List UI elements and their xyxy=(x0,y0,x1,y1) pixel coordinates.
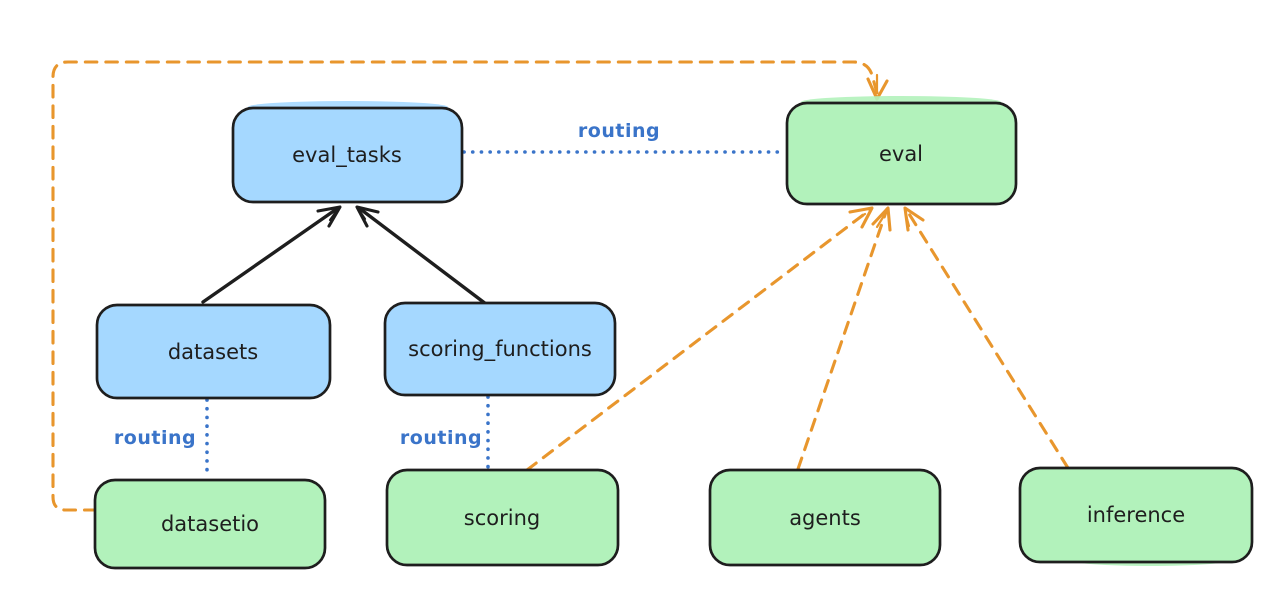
arrowhead-icon xyxy=(848,206,874,229)
node-scoring: scoring xyxy=(385,468,620,567)
node-label: agents xyxy=(789,506,861,530)
node-eval-tasks: eval_tasks xyxy=(231,101,464,204)
edge-scoring-functions-to-eval-tasks xyxy=(355,205,488,306)
routing-label: routing xyxy=(578,120,660,142)
node-box xyxy=(231,106,464,204)
node-label: datasets xyxy=(168,340,258,364)
edge-scoring-functions-to-scoring: routing xyxy=(400,395,490,471)
edge-line xyxy=(796,207,889,471)
node-label: inference xyxy=(1087,503,1185,527)
node-eval: eval xyxy=(785,96,1018,206)
edge-line xyxy=(51,60,879,512)
node-box xyxy=(385,468,620,567)
node-box xyxy=(95,303,332,400)
edge-datasets-to-eval-tasks xyxy=(201,205,342,304)
edge-scoring-to-eval xyxy=(525,206,874,472)
routing-label: routing xyxy=(114,427,196,449)
node-datasets: datasets xyxy=(95,303,332,400)
arrowhead-sketch-stroke xyxy=(875,212,887,229)
node-label: datasetio xyxy=(161,512,259,536)
edge-line xyxy=(904,207,1070,470)
arrowhead-icon xyxy=(355,205,380,228)
routing-label: routing xyxy=(400,427,482,449)
node-datasetio: datasetio xyxy=(93,478,327,570)
node-box xyxy=(708,468,942,567)
node-label: scoring_functions xyxy=(408,337,592,362)
edge-line xyxy=(525,207,873,472)
node-box xyxy=(93,478,327,570)
arrowhead-sketch-stroke xyxy=(328,207,340,222)
arrowhead-sketch-stroke xyxy=(357,208,367,221)
node-box xyxy=(1018,466,1254,564)
node-label: eval xyxy=(879,142,923,166)
arrowhead-sketch-stroke xyxy=(904,213,911,228)
edge-datasets-to-datasetio: routing xyxy=(114,398,209,480)
arrowhead-icon xyxy=(871,206,892,232)
node-label: eval_tasks xyxy=(292,143,402,168)
arrowhead-icon xyxy=(316,205,342,228)
node-scoring-functions: scoring_functions xyxy=(383,301,617,397)
node-label: scoring xyxy=(464,506,540,530)
edge-line xyxy=(357,206,488,306)
edge-eval-tasks-to-eval: routing xyxy=(462,120,787,154)
edge-line xyxy=(201,206,340,304)
node-box xyxy=(383,301,617,397)
arrowhead-sketch-stroke xyxy=(851,212,867,224)
node-agents: agents xyxy=(708,468,942,567)
edge-agents-to-eval xyxy=(796,206,892,471)
node-box xyxy=(785,101,1018,206)
node-inference: inference xyxy=(1018,466,1254,566)
edge-inference-to-eval xyxy=(903,206,1070,470)
